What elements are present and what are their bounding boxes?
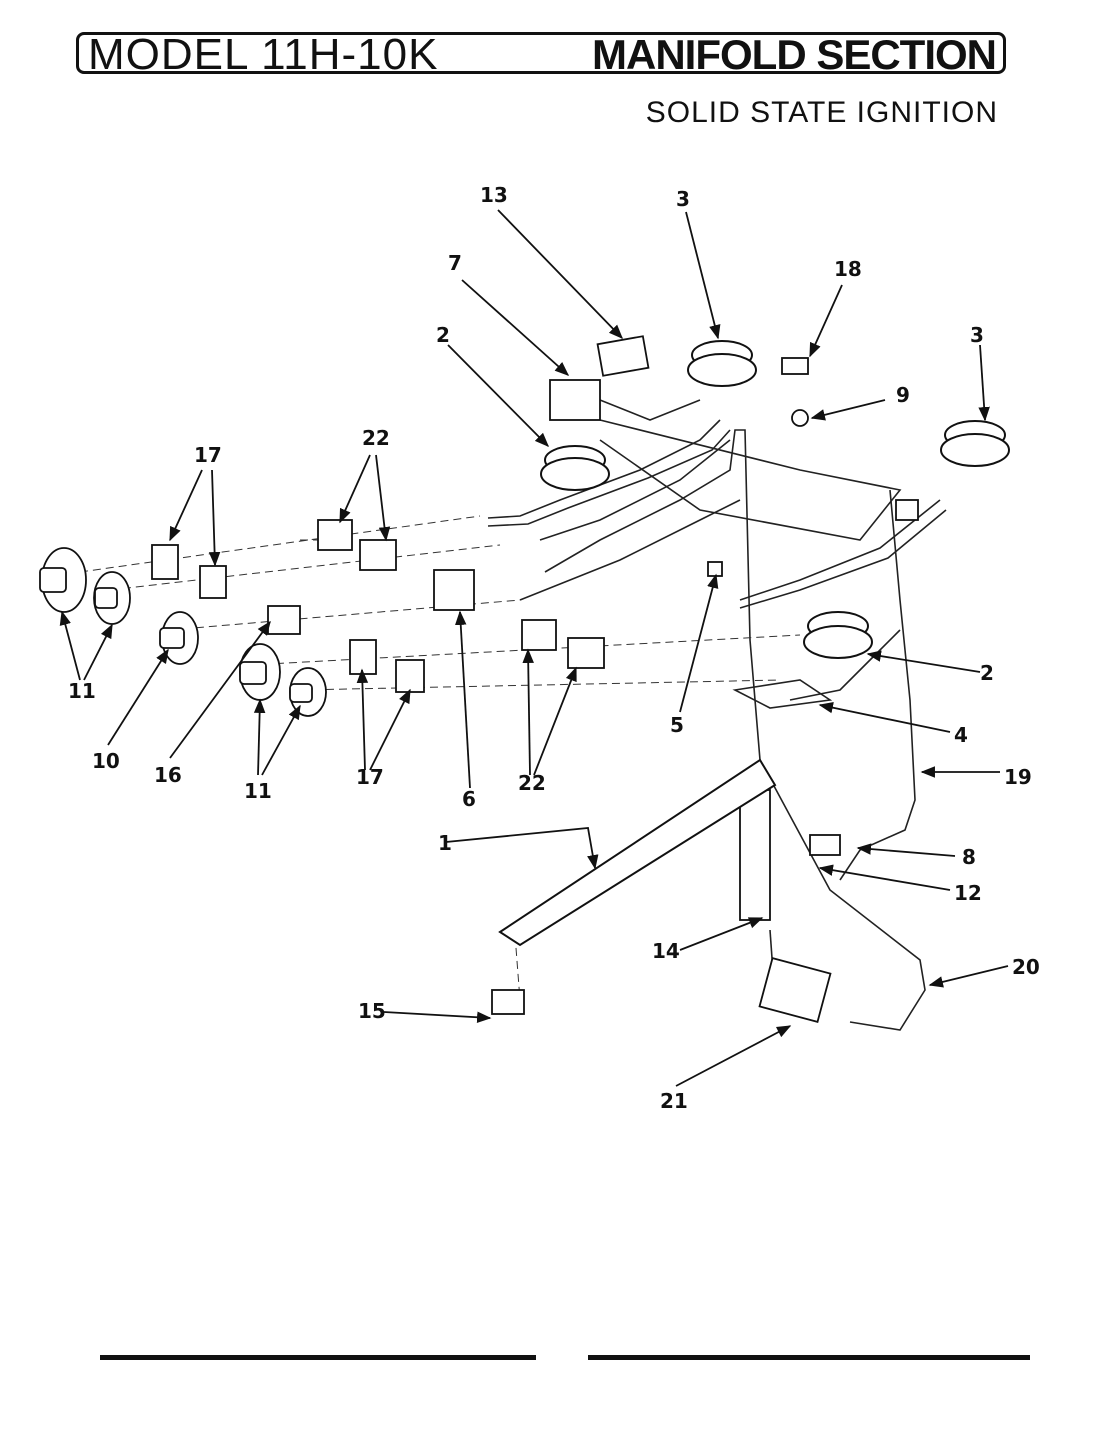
- callout-22b: 22: [518, 771, 546, 795]
- callout-17a: 17: [194, 443, 222, 467]
- callout-12: 12: [954, 881, 982, 905]
- callout-13: 13: [480, 183, 508, 207]
- footer-rule-left: [100, 1355, 536, 1360]
- callout-15: 15: [358, 999, 386, 1023]
- callout-6: 6: [462, 787, 476, 811]
- control-parts: [39, 335, 919, 1024]
- callout-16: 16: [154, 763, 182, 787]
- callout-17b: 17: [356, 765, 384, 789]
- callout-7: 7: [448, 251, 462, 275]
- callout-9: 9: [896, 383, 910, 407]
- callout-11b: 11: [244, 779, 272, 803]
- oven-burner: [498, 758, 777, 947]
- burner-heads: [540, 340, 1010, 659]
- callout-2a: 2: [436, 323, 450, 347]
- callout-22a: 22: [362, 426, 390, 450]
- callout-20: 20: [1012, 955, 1040, 979]
- callout-19: 19: [1004, 765, 1032, 789]
- callout-2b: 2: [980, 661, 994, 685]
- callout-3b: 3: [970, 323, 984, 347]
- callout-1: 1: [438, 831, 452, 855]
- section-title: MANIFOLD SECTION: [592, 31, 997, 78]
- callout-5: 5: [670, 713, 684, 737]
- callout-21: 21: [660, 1089, 688, 1113]
- leader-lines: [59, 209, 1009, 1087]
- callout-11a: 11: [68, 679, 96, 703]
- subtitle: SOLID STATE IGNITION: [645, 96, 998, 129]
- callout-14: 14: [652, 939, 680, 963]
- model-title: MODEL 11H-10K: [88, 30, 439, 79]
- callout-4: 4: [954, 723, 968, 747]
- header-frame: [76, 32, 1006, 74]
- footer-rule-right: [588, 1355, 1030, 1360]
- callout-10: 10: [92, 749, 120, 773]
- callout-8: 8: [962, 845, 976, 869]
- callout-3a: 3: [676, 187, 690, 211]
- callout-18: 18: [834, 257, 862, 281]
